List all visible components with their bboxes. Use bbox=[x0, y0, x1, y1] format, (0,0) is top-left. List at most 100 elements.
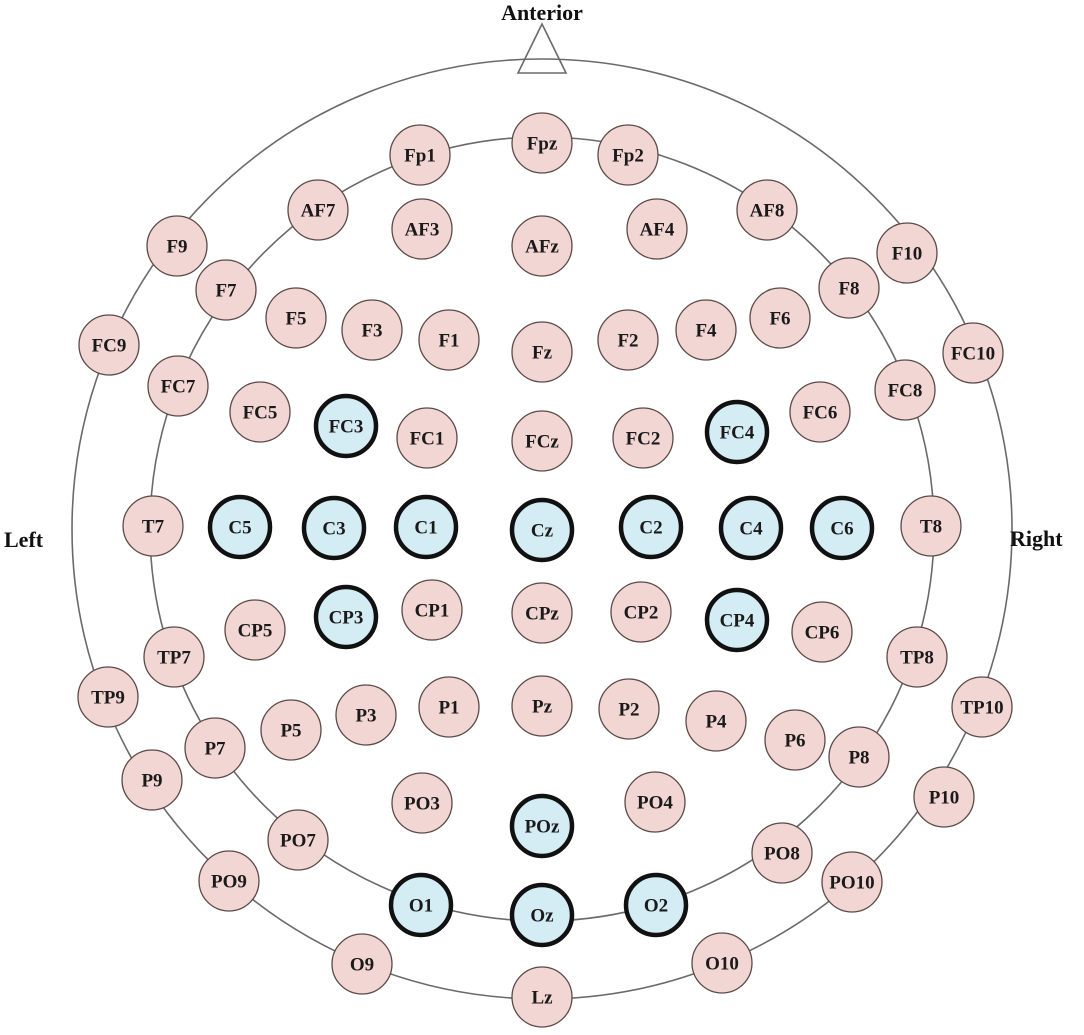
electrode-po9-marker bbox=[198, 850, 260, 912]
electrode-fc7: FC7 bbox=[147, 355, 209, 417]
electrode-f4: F4 bbox=[675, 299, 737, 361]
electrode-cp4-label: CP4 bbox=[720, 611, 755, 632]
electrode-t8-marker bbox=[900, 495, 962, 557]
electrode-fc4: FC4 bbox=[704, 399, 770, 465]
electrode-c5: C5 bbox=[207, 494, 273, 560]
electrode-poz-label: POz bbox=[525, 817, 560, 838]
electrode-po4: PO4 bbox=[624, 771, 686, 833]
electrode-f4-marker bbox=[675, 299, 737, 361]
electrode-fz-marker bbox=[511, 321, 573, 383]
electrode-o10: O10 bbox=[691, 932, 753, 994]
electrode-lz: Lz bbox=[511, 966, 573, 1028]
electrode-af3-marker bbox=[391, 198, 453, 260]
electrode-af4: AF4 bbox=[626, 198, 688, 260]
electrode-p3-marker bbox=[335, 684, 397, 746]
electrode-cp2-label: CP2 bbox=[624, 603, 659, 624]
electrode-f9-marker bbox=[146, 215, 208, 277]
electrode-c3-label: C3 bbox=[322, 519, 345, 540]
electrode-t7-label: T7 bbox=[142, 517, 165, 538]
electrode-po3-marker bbox=[391, 772, 453, 834]
electrode-c4: C4 bbox=[718, 495, 784, 561]
electrode-afz: AFz bbox=[511, 215, 573, 277]
electrode-c4-label: C4 bbox=[739, 519, 763, 540]
electrode-f2-label: F2 bbox=[617, 331, 638, 352]
electrode-fc5-marker bbox=[229, 381, 291, 443]
electrode-o9-label: O9 bbox=[350, 955, 374, 976]
electrode-p10: P10 bbox=[913, 766, 975, 828]
electrode-af7-label: AF7 bbox=[301, 201, 336, 222]
electrode-po8-marker bbox=[751, 822, 813, 884]
electrode-p6-marker bbox=[764, 709, 826, 771]
electrode-p8-marker bbox=[828, 726, 890, 788]
electrode-o9-marker bbox=[331, 933, 393, 995]
electrode-o10-label: O10 bbox=[705, 954, 739, 975]
electrode-tp9: TP9 bbox=[77, 666, 139, 728]
electrode-c2-label: C2 bbox=[639, 518, 662, 539]
electrode-fp2: Fp2 bbox=[597, 124, 659, 186]
electrode-c1: C1 bbox=[393, 494, 459, 560]
electrode-af7: AF7 bbox=[287, 179, 349, 241]
electrode-fz: Fz bbox=[511, 321, 573, 383]
electrode-fc10-marker bbox=[942, 322, 1004, 384]
electrode-tp8-marker bbox=[886, 626, 948, 688]
electrode-tp7: TP7 bbox=[143, 626, 205, 688]
electrode-f5: F5 bbox=[265, 287, 327, 349]
electrode-p4-label: P4 bbox=[705, 712, 727, 733]
electrode-pz-marker bbox=[511, 675, 573, 737]
electrode-p10-marker bbox=[913, 766, 975, 828]
electrode-fp1-marker bbox=[389, 124, 451, 186]
electrode-poz: POz bbox=[509, 793, 575, 859]
electrode-p2: P2 bbox=[598, 678, 660, 740]
electrode-fc5-label: FC5 bbox=[243, 403, 278, 424]
electrode-f4-label: F4 bbox=[695, 321, 717, 342]
electrode-o1: O1 bbox=[388, 872, 454, 938]
electrode-c1-marker bbox=[393, 494, 459, 560]
electrode-f3-marker bbox=[341, 299, 403, 361]
electrode-po7-label: PO7 bbox=[280, 831, 316, 852]
electrode-f7: F7 bbox=[195, 259, 257, 321]
electrode-f10-marker bbox=[876, 222, 938, 284]
electrode-fc10-label: FC10 bbox=[951, 344, 995, 365]
electrode-p7-label: P7 bbox=[204, 739, 226, 760]
electrode-cpz-label: CPz bbox=[525, 604, 559, 625]
electrode-cp3-label: CP3 bbox=[329, 608, 364, 629]
electrode-tp8-label: TP8 bbox=[900, 648, 934, 669]
electrode-cp2-marker bbox=[610, 581, 672, 643]
electrode-po7: PO7 bbox=[267, 809, 329, 871]
electrode-cp5-label: CP5 bbox=[238, 621, 273, 642]
electrode-tp10: TP10 bbox=[951, 676, 1013, 738]
electrode-cz-marker bbox=[509, 497, 575, 563]
electrode-o2: O2 bbox=[623, 872, 689, 938]
electrode-fc2-label: FC2 bbox=[626, 429, 661, 450]
electrode-oz-marker bbox=[509, 882, 575, 948]
electrode-af4-marker bbox=[626, 198, 688, 260]
electrode-fc2-marker bbox=[612, 407, 674, 469]
electrode-tp8: TP8 bbox=[886, 626, 948, 688]
electrode-c5-label: C5 bbox=[228, 518, 251, 539]
electrode-f6: F6 bbox=[749, 287, 811, 349]
electrode-c2: C2 bbox=[618, 494, 684, 560]
electrode-po7-marker bbox=[267, 809, 329, 871]
electrode-f10: F10 bbox=[876, 222, 938, 284]
anterior-label: Anterior bbox=[501, 0, 583, 25]
electrode-f1-marker bbox=[418, 309, 480, 371]
electrode-o9: O9 bbox=[331, 933, 393, 995]
electrode-fc1-label: FC1 bbox=[410, 429, 445, 450]
electrode-fpz-marker bbox=[511, 112, 573, 174]
electrode-f1-label: F1 bbox=[438, 331, 459, 352]
electrode-tp9-marker bbox=[77, 666, 139, 728]
electrode-fc9-marker bbox=[78, 314, 140, 376]
electrode-f5-label: F5 bbox=[285, 309, 306, 330]
electrode-f9: F9 bbox=[146, 215, 208, 277]
electrode-c5-marker bbox=[207, 494, 273, 560]
electrode-po3: PO3 bbox=[391, 772, 453, 834]
electrode-f6-label: F6 bbox=[769, 309, 790, 330]
electrode-cpz: CPz bbox=[511, 582, 573, 644]
electrode-f6-marker bbox=[749, 287, 811, 349]
electrode-po10-marker bbox=[821, 851, 883, 913]
electrode-tp9-label: TP9 bbox=[91, 688, 125, 709]
electrode-fc6-marker bbox=[789, 381, 851, 443]
electrode-af4-label: AF4 bbox=[640, 220, 675, 241]
